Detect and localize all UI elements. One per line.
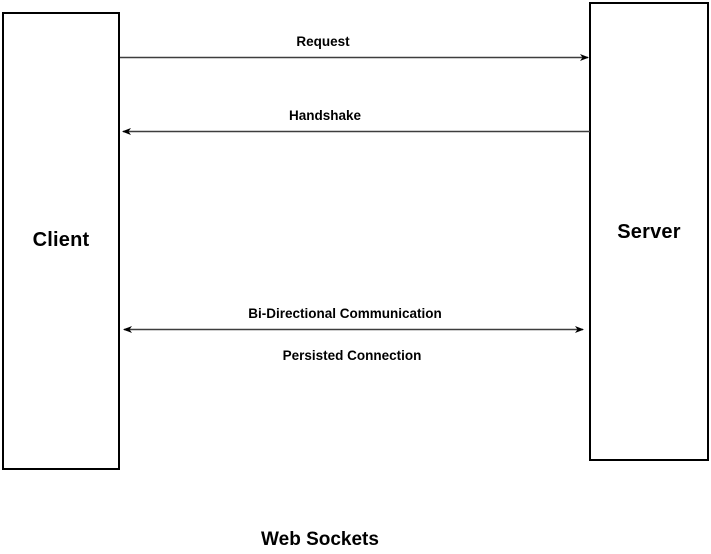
- diagram-title: Web Sockets: [261, 529, 379, 550]
- server-label: Server: [617, 221, 681, 243]
- client-box: Client: [2, 12, 120, 470]
- handshake-label: Handshake: [288, 108, 362, 123]
- request-label: Request: [296, 34, 350, 49]
- bidirectional-communication-label: Bi-Directional Communication: [248, 306, 442, 321]
- persisted-connection-label: Persisted Connection: [282, 348, 422, 363]
- client-label: Client: [32, 228, 90, 251]
- server-box: Server: [589, 2, 709, 461]
